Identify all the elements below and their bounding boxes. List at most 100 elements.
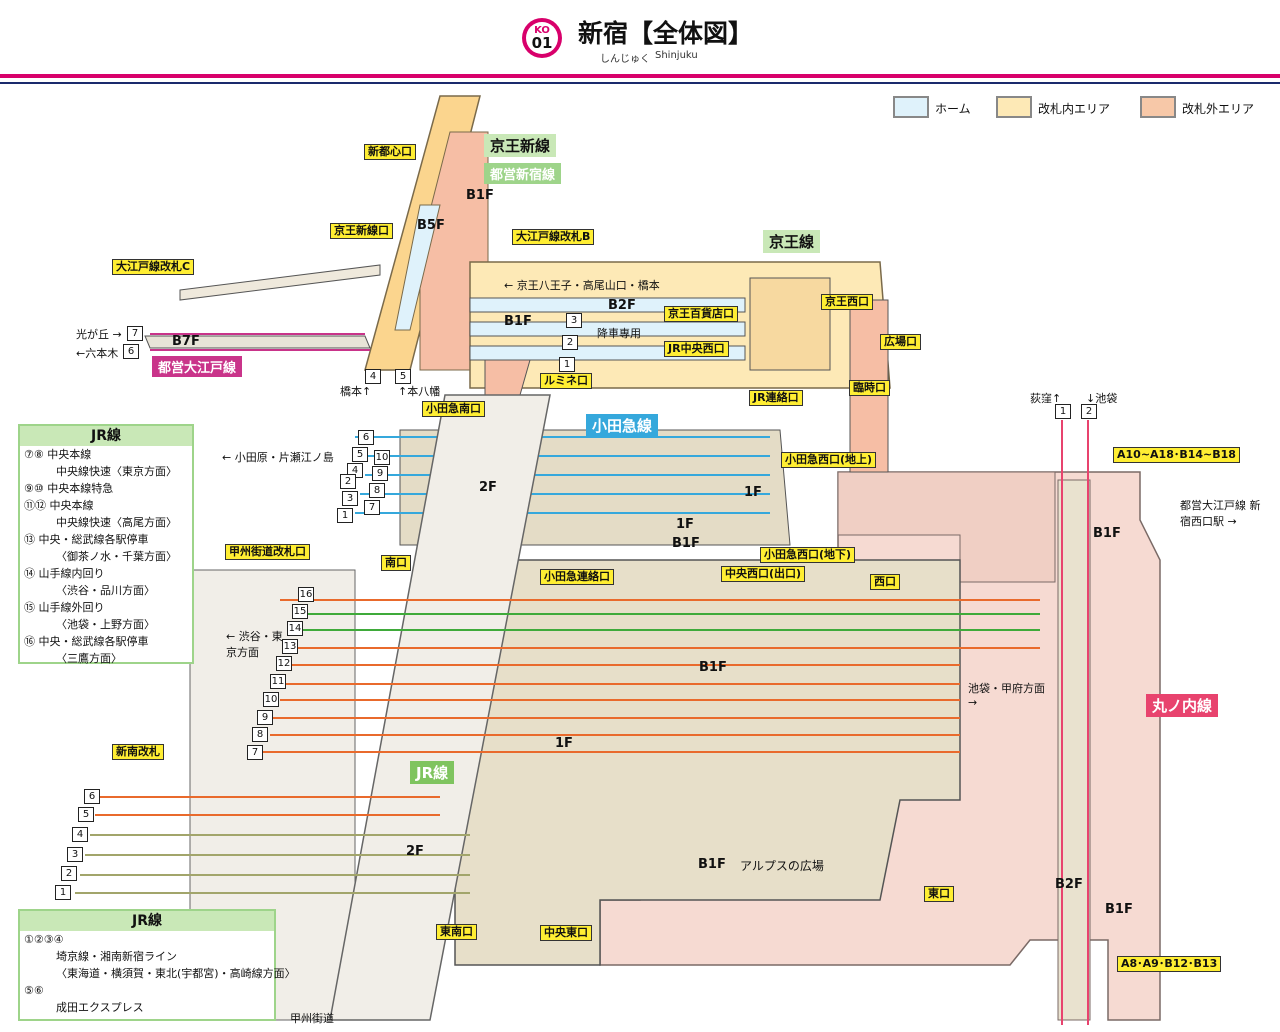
- header-rule-navy: [0, 82, 1280, 84]
- platform-oedo-6: 6: [123, 344, 139, 359]
- platform-odakyu-7: 7: [364, 500, 380, 515]
- jr-box-upper-title: JR線: [20, 426, 192, 446]
- exit-shintoshin: 新都心口: [364, 144, 416, 160]
- jr-box-upper-row: 〈三鷹方面〉: [20, 650, 192, 667]
- platform-jr-10: 10: [263, 692, 279, 707]
- oedo-gate-c-passage: [179, 264, 381, 301]
- line-tag-marunouchi: 丸ノ内線: [1146, 694, 1219, 717]
- legend-unpaid-label: 改札外エリア: [1182, 102, 1255, 116]
- floor-2f-jr: 2F: [406, 844, 424, 859]
- jr-box-upper-line-text: 〈池袋・上野方面〉: [56, 618, 155, 631]
- jr-box-upper-line-text: 〈御茶ノ水・千葉方面〉: [56, 550, 177, 563]
- dir-motoyawata: ↑本八幡: [398, 385, 441, 398]
- floor-1f-jr: 1F: [555, 736, 573, 751]
- platform-oedo-7: 7: [127, 326, 143, 341]
- jr-box-upper-line-text: 山手線外回り: [38, 601, 105, 614]
- station-header: KO 01 新宿【全体図】 しんじゅく Shinjuku: [0, 0, 1280, 90]
- platform-jr-7: 7: [247, 745, 263, 760]
- floor-b5f: B5F: [417, 218, 445, 233]
- floor-2f-odakyu: 2F: [479, 480, 497, 495]
- exit-marunouchi-a10: A10~A18･B14~B18: [1113, 447, 1240, 463]
- keio-new-line-platform: [394, 204, 441, 331]
- exit-lumine: ルミネ口: [540, 373, 592, 389]
- platform-jr-11: 11: [270, 674, 286, 689]
- exit-keio-new: 京王新線口: [330, 223, 393, 239]
- exit-jr-central-west: JR中央西口: [664, 341, 729, 357]
- jr-box-upper-line-text: 中央線快速〈高尾方面〉: [56, 516, 177, 529]
- floor-b1f-alps: B1F: [698, 857, 726, 872]
- platform-keio-1: 1: [559, 357, 575, 372]
- jr-box-upper-row: ⑦⑧ 中央本線: [20, 446, 192, 463]
- exit-keio-depart: 京王百貨店口: [664, 306, 738, 322]
- platform-jr-1: 1: [55, 885, 71, 900]
- platform-jr-16: 16: [298, 587, 314, 602]
- jr-box-lower-title: JR線: [20, 911, 274, 931]
- legend-platform-swatch: [893, 96, 929, 118]
- floor-b1f-keio: B1F: [504, 314, 532, 329]
- exit-west: 西口: [870, 574, 900, 590]
- jr-box-upper-row: ⑮ 山手線外回り: [20, 599, 192, 616]
- platform-jr-3: 3: [67, 847, 83, 862]
- dir-ikebukuro: ↓池袋: [1086, 392, 1118, 405]
- dir-roppongi: ←六本木: [76, 347, 119, 360]
- exit-east-south: 東南口: [436, 924, 477, 940]
- platform-jr-2: 2: [61, 866, 77, 881]
- exit-odakyu-west-under: 小田急西口(地下): [760, 547, 856, 563]
- platform-keio-new-4: 4: [365, 369, 381, 384]
- legend-paid-swatch: [996, 96, 1032, 118]
- platform-odakyu-1: 1: [337, 508, 353, 523]
- exit-oedo-gate-c: 大江戸線改札C: [112, 259, 195, 275]
- station-romaji: Shinjuku: [655, 50, 698, 61]
- exit-south: 南口: [381, 555, 411, 571]
- dir-ogikubo: 荻窪↑: [1030, 392, 1062, 405]
- platform-odakyu-3: 3: [342, 491, 358, 506]
- jr-box-upper-row: ⑪⑫ 中央本線: [20, 497, 192, 514]
- jr-box-upper-platform-nums: ⑭: [24, 567, 39, 580]
- platform-jr-12: 12: [276, 656, 292, 671]
- exit-marunouchi-a8: A8･A9･B12･B13: [1117, 956, 1222, 972]
- platform-odakyu-5: 5: [352, 447, 368, 462]
- line-tag-keio-new: 京王新線: [484, 134, 557, 157]
- platform-keio-2: 2: [562, 335, 578, 350]
- jr-box-upper-row: ⑯ 中央・総武線各駅停車: [20, 633, 192, 650]
- line-tag-jr: JR線: [410, 761, 455, 784]
- jr-box-upper-line-text: 中央本線: [49, 499, 94, 512]
- jr-box-upper-line-text: 〈渋谷・品川方面〉: [56, 584, 155, 597]
- jr-box-lower-line-text: 成田エクスプレス: [56, 1001, 144, 1014]
- dir-alighting-only: 降車専用: [597, 327, 641, 340]
- jr-box-lower-platform-nums: ⑤⑥: [24, 984, 44, 997]
- exit-koshu-gate: 甲州街道改札口: [225, 544, 310, 560]
- jr-box-lower-platform-nums: ①②③④: [24, 933, 64, 946]
- floor-b2f-marunouchi: B2F: [1055, 877, 1083, 892]
- jr-box-upper-line-text: 中央本線: [47, 448, 92, 461]
- exit-oedo-gate-b: 大江戸線改札B: [512, 229, 595, 245]
- floor-b7f: B7F: [172, 334, 200, 349]
- dir-hashimoto: 橋本↑: [340, 385, 372, 398]
- floor-b2f-keio: B2F: [608, 298, 636, 313]
- platform-jr-13: 13: [282, 639, 298, 654]
- jr-box-lower-line-text: 〈東海道・横須賀・東北(宇都宮)・高崎線方面〉: [56, 967, 296, 980]
- jr-box-upper-line-text: 山手線内回り: [38, 567, 105, 580]
- jr-box-lower-rows: ①②③④ 埼京線・湘南新宿ライン〈東海道・横須賀・東北(宇都宮)・高崎線方面〉 ⑤…: [20, 931, 296, 1016]
- jr-box-lower-row: 埼京線・湘南新宿ライン: [20, 948, 274, 965]
- oedo-platform: [144, 335, 371, 349]
- floor-1f-odakyu: 1F: [744, 485, 762, 500]
- jr-box-upper-platform-nums: ⑪⑫: [24, 499, 50, 512]
- jr-box-lower-row: ⑤⑥: [20, 982, 274, 999]
- exit-shin-minami: 新南改札: [112, 744, 164, 760]
- line-code: KO: [534, 25, 550, 36]
- platform-odakyu-10: 10: [374, 450, 390, 465]
- floor-b1f-keio-new: B1F: [466, 188, 494, 203]
- page-title: 新宿【全体図】: [578, 19, 754, 48]
- platform-odakyu-2a: 2: [340, 474, 356, 489]
- jr-box-upper-platform-nums: ⑯: [24, 635, 39, 648]
- jr-box-upper-platform-nums: ⑬: [24, 533, 39, 546]
- platform-jr-8: 8: [252, 727, 268, 742]
- line-tag-oedo-shinjuku: 都営新宿線: [484, 163, 562, 184]
- platform-keio-new-5: 5: [395, 369, 411, 384]
- floor-b1f-odakyu: B1F: [672, 536, 700, 551]
- jr-box-upper-line-text: 中央線快速〈東京方面〉: [56, 465, 177, 478]
- jr-box-upper-platform-nums: ⑮: [24, 601, 39, 614]
